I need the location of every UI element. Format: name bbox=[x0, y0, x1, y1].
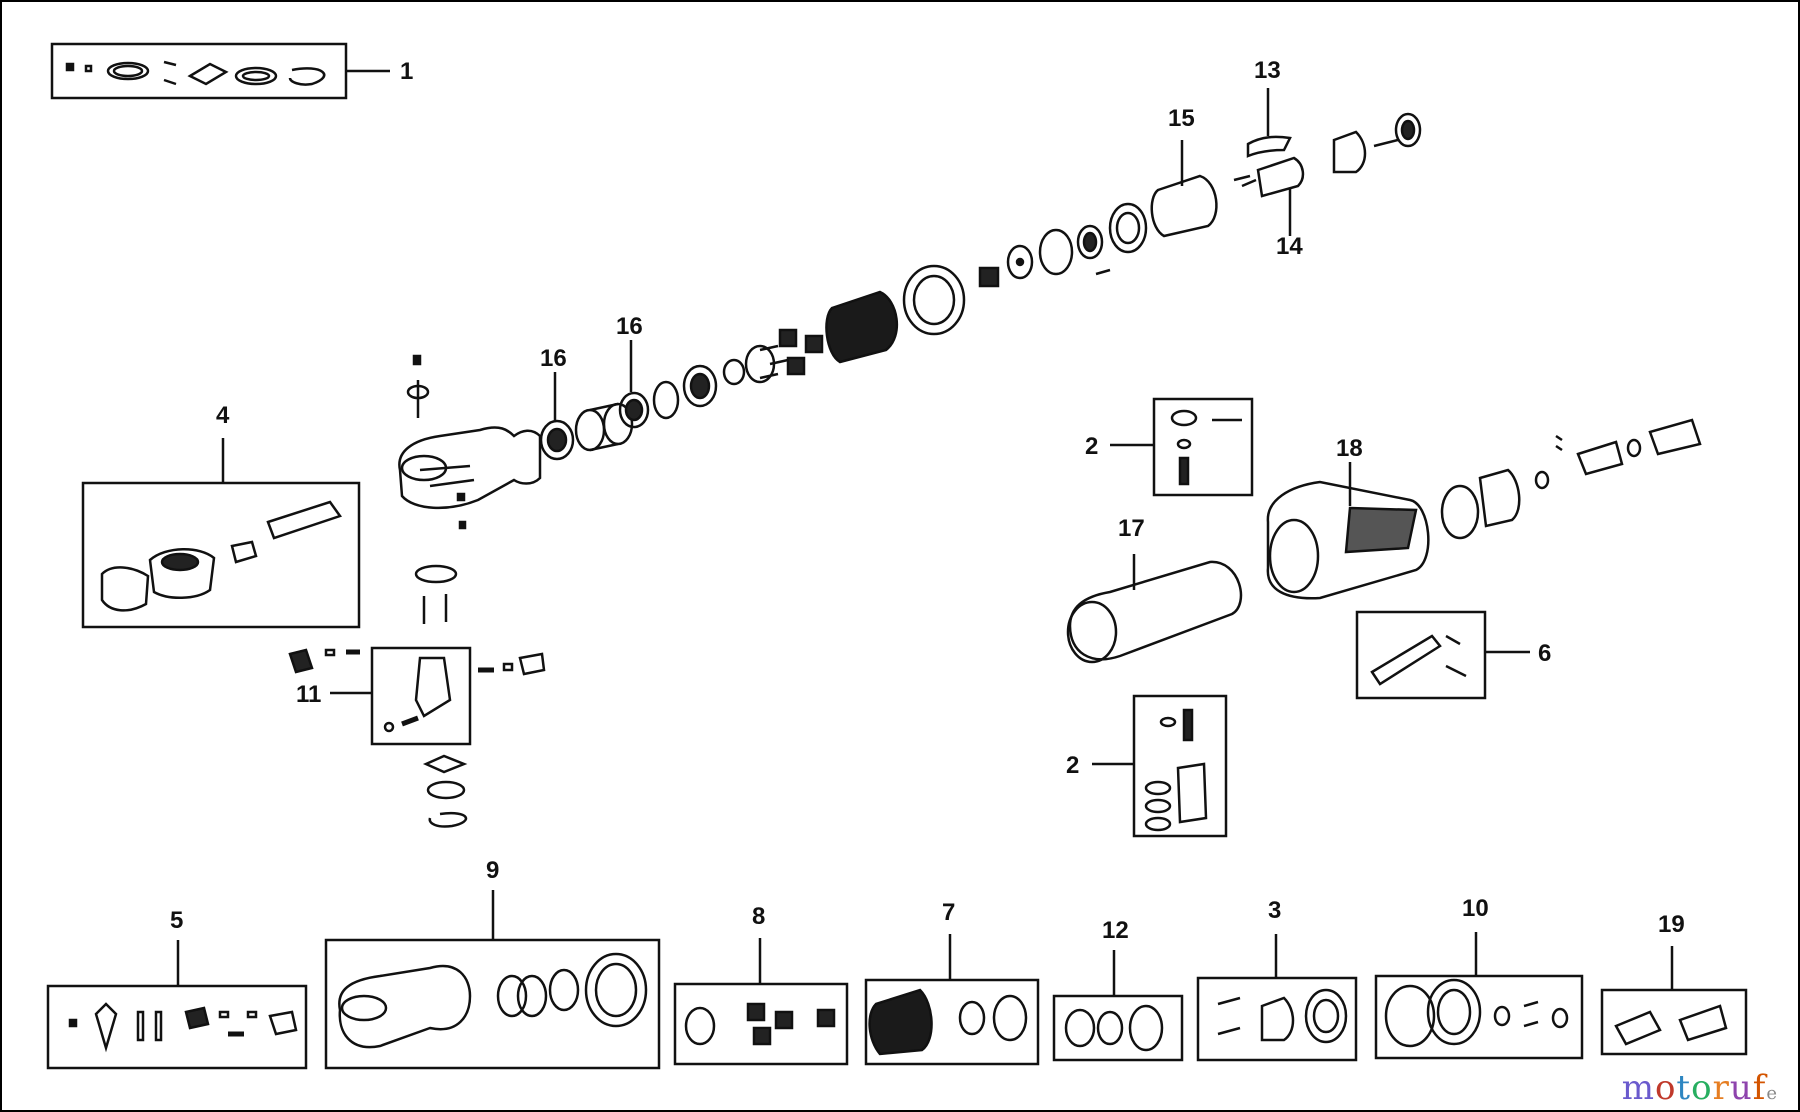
clutch-housing[interactable] bbox=[902, 264, 966, 336]
handle-rear-parts[interactable] bbox=[1440, 418, 1702, 540]
sleeve[interactable] bbox=[574, 402, 634, 452]
rotor-14[interactable] bbox=[1233, 156, 1305, 236]
callout-19: 19 bbox=[1658, 911, 1685, 938]
kit-box-1[interactable] bbox=[50, 42, 390, 100]
callout-4: 4 bbox=[216, 402, 230, 429]
callout-13: 13 bbox=[1254, 57, 1281, 84]
callout-16b: 16 bbox=[616, 313, 643, 340]
kit-box-3[interactable] bbox=[1196, 934, 1358, 1062]
ring-washers[interactable] bbox=[652, 358, 746, 420]
callout-2-lower: 2 bbox=[1066, 752, 1079, 779]
kit-box-12[interactable] bbox=[1052, 950, 1184, 1062]
callout-1: 1 bbox=[400, 58, 413, 85]
callout-labels: 1 4 16 16 15 13 14 2 18 17 6 11 2 9 5 8 … bbox=[170, 57, 1685, 944]
kit-box-10[interactable] bbox=[1374, 932, 1584, 1060]
callout-8: 8 bbox=[752, 903, 765, 930]
callout-17: 17 bbox=[1118, 515, 1145, 542]
callout-10: 10 bbox=[1462, 895, 1489, 922]
planet-carrier[interactable] bbox=[744, 344, 789, 384]
callout-3: 3 bbox=[1268, 897, 1281, 924]
watermark-text: motoruf bbox=[1622, 1068, 1767, 1108]
callout-14: 14 bbox=[1276, 233, 1303, 260]
callout-16a: 16 bbox=[540, 345, 567, 372]
housing-17[interactable] bbox=[1066, 554, 1243, 664]
callout-18: 18 bbox=[1336, 435, 1363, 462]
motor-washers[interactable] bbox=[1006, 224, 1111, 280]
subassembly-11[interactable] bbox=[288, 564, 546, 828]
bearing-16b[interactable] bbox=[618, 340, 650, 429]
rear-end-plate[interactable] bbox=[1332, 112, 1422, 174]
kit-box-8[interactable] bbox=[673, 938, 849, 1066]
subassembly-4[interactable] bbox=[81, 438, 361, 629]
callout-11: 11 bbox=[296, 681, 321, 708]
watermark-letter: u bbox=[1729, 1068, 1753, 1108]
watermark-tail: e bbox=[1766, 1083, 1778, 1104]
watermark-letter: t bbox=[1676, 1068, 1692, 1108]
kit-box-7[interactable] bbox=[864, 934, 1040, 1066]
kit-box-6[interactable] bbox=[1355, 610, 1530, 700]
callout-2-upper: 2 bbox=[1085, 433, 1098, 460]
watermark-letter: f bbox=[1752, 1068, 1767, 1108]
callout-5: 5 bbox=[170, 907, 183, 934]
watermark-letter: m bbox=[1621, 1068, 1655, 1108]
cylinder-15[interactable] bbox=[1150, 140, 1218, 238]
kit-box-2-lower[interactable] bbox=[1092, 694, 1228, 838]
kit-box-2-upper[interactable] bbox=[1110, 397, 1254, 497]
callout-15: 15 bbox=[1168, 105, 1195, 132]
ratchet-head-housing[interactable] bbox=[398, 354, 542, 530]
bearing-16a[interactable] bbox=[539, 372, 575, 461]
kit-box-9[interactable] bbox=[324, 890, 661, 1070]
vane-13[interactable] bbox=[1246, 88, 1292, 158]
motor-bearing[interactable] bbox=[1108, 202, 1148, 254]
planet-gears-upper[interactable] bbox=[778, 328, 824, 376]
needle-bearing[interactable] bbox=[978, 266, 1000, 288]
callout-12: 12 bbox=[1102, 917, 1129, 944]
kit-box-19[interactable] bbox=[1600, 946, 1748, 1056]
callout-7: 7 bbox=[942, 899, 955, 926]
kit-box-5[interactable] bbox=[46, 940, 308, 1070]
ring-gear[interactable] bbox=[825, 290, 899, 364]
handle-18[interactable] bbox=[1266, 462, 1430, 600]
watermark-letter: o bbox=[1654, 1068, 1677, 1108]
watermark-logo: motorufe bbox=[1622, 1068, 1778, 1108]
watermark-letter: o bbox=[1691, 1068, 1713, 1108]
callout-6: 6 bbox=[1538, 640, 1551, 667]
callout-9: 9 bbox=[486, 857, 499, 884]
watermark-letter: r bbox=[1712, 1068, 1730, 1108]
